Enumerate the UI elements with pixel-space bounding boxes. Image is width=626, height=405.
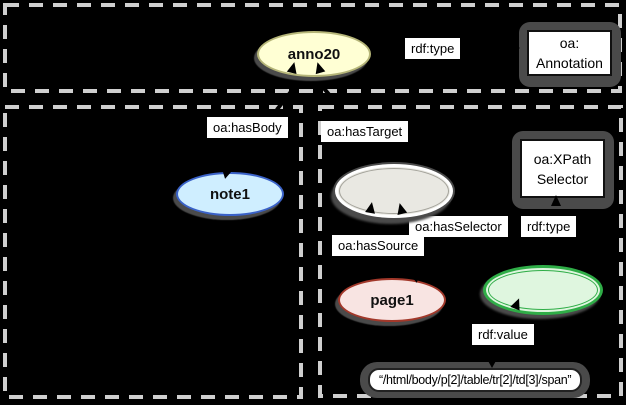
- edge-label-oa-hasbody: oa:hasBody: [207, 117, 288, 138]
- edge-label-oa-hastarget: oa:hasTarget: [321, 121, 409, 142]
- body-region-border: [3, 105, 303, 399]
- node-oa-annotation-class: oa: Annotation: [519, 22, 621, 87]
- node-note1: note1: [176, 172, 284, 216]
- oa-annotation-line2: Annotation: [536, 55, 603, 71]
- oa-annotation-line1: oa:: [559, 35, 580, 51]
- node-selector-blank: [483, 265, 603, 315]
- target-region-border: [318, 105, 623, 398]
- edge-label-oa-hasselector: oa:hasSelector: [409, 216, 508, 237]
- node-target-blank: [335, 164, 453, 218]
- oa-xpathselector-line1: oa:XPath: [533, 150, 592, 167]
- edge-notch: [220, 169, 232, 180]
- edge-label-rdf-type-selector: rdf:type: [521, 216, 577, 237]
- node-oa-xpathselector-class: oa:XPath Selector: [512, 131, 614, 209]
- edge-arrowhead: [551, 195, 561, 206]
- node-note1-label: note1: [209, 185, 250, 203]
- xpath-literal-text: “/html/body/p[2]/table/tr[2]/td[3]/span”: [368, 368, 583, 392]
- edge-label-oa-hassource: oa:hasSource: [332, 235, 425, 256]
- edge-notch: [365, 201, 377, 214]
- edge-label-rdf-value: rdf:value: [472, 324, 534, 345]
- edge-notch: [410, 273, 422, 284]
- edge-arrowhead: [510, 42, 520, 54]
- node-page1-label: page1: [370, 291, 414, 309]
- oa-xpathselector-line2: Selector: [536, 170, 589, 187]
- target-blank-inner-ring: [339, 168, 449, 214]
- node-xpath-literal: “/html/body/p[2]/table/tr[2]/td[3]/span”: [360, 362, 591, 398]
- oa-xpathselector-class-box: oa:XPath Selector: [520, 139, 605, 198]
- edge-notch: [487, 359, 497, 368]
- edge-label-rdf-type-annotation: rdf:type: [405, 38, 461, 59]
- node-anno20-label: anno20: [287, 45, 341, 63]
- node-page1: page1: [338, 278, 446, 322]
- selector-blank-inner-ring: [488, 270, 598, 310]
- node-anno20: anno20: [257, 31, 371, 77]
- oa-annotation-class-box: oa: Annotation: [527, 30, 612, 76]
